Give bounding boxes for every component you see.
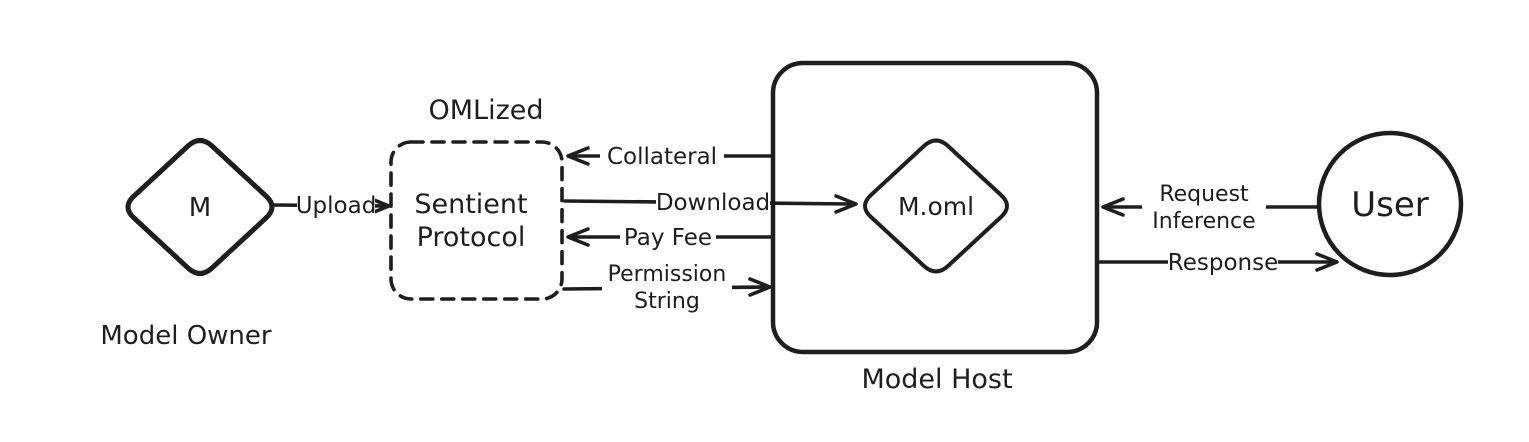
download-arrowhead-icon <box>834 194 858 214</box>
upload-label: Upload <box>296 193 377 219</box>
request-inference-label-bg <box>1142 181 1266 233</box>
sentient-protocol-node <box>389 140 564 301</box>
model-host-node <box>770 60 1100 355</box>
collateral-label: Collateral <box>607 144 717 170</box>
model-owner-node-label: M <box>189 193 211 223</box>
pay-fee-label-bg <box>620 224 716 250</box>
response-arrowhead-icon <box>1315 252 1339 272</box>
response-label: Response <box>1168 250 1278 276</box>
download-label: Download <box>656 190 770 216</box>
permission-string-arrowhead-icon <box>748 277 772 297</box>
request-inference-label-line1: Request <box>1159 182 1249 207</box>
user-node <box>1316 130 1464 278</box>
request-inference-arrowhead-icon <box>1101 197 1125 217</box>
m-oml-node <box>863 138 1009 274</box>
model-owner-node <box>125 138 275 276</box>
pay-fee-arrowhead-icon <box>566 227 590 247</box>
sentient-protocol-label-line1: Sentient <box>414 189 527 220</box>
response-label-bg <box>1168 249 1278 275</box>
omlized-caption: OMLized <box>428 95 543 126</box>
diagram-labels: M Sentient Protocol M.oml User Model Own… <box>100 95 1428 395</box>
m-oml-node-label: M.oml <box>898 192 974 221</box>
permission-string-label-bg <box>602 261 732 313</box>
permission-string-label-line1: Permission <box>608 262 727 287</box>
model-owner-caption: Model Owner <box>100 321 272 351</box>
upload-label-bg <box>297 192 375 218</box>
download-label-bg <box>656 189 770 215</box>
collateral-label-bg <box>600 143 724 169</box>
user-node-label: User <box>1351 185 1429 225</box>
collateral-arrowhead-icon <box>566 146 590 166</box>
sentient-protocol-label-line2: Protocol <box>417 222 526 253</box>
permission-string-label-line2: String <box>634 289 700 314</box>
pay-fee-label: Pay Fee <box>624 225 712 251</box>
upload-arrowhead-icon <box>367 196 391 216</box>
model-host-caption: Model Host <box>861 364 1012 395</box>
request-inference-label-line2: Inference <box>1152 209 1255 234</box>
